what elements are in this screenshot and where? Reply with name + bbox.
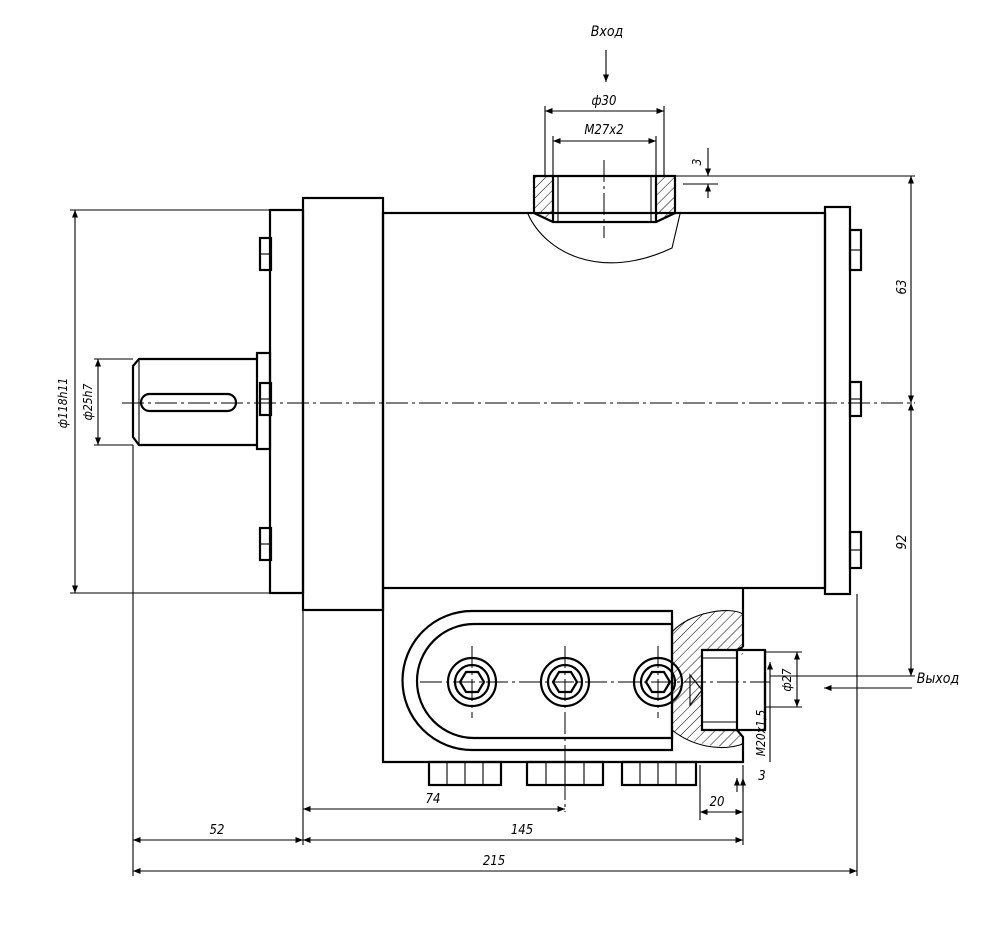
dim-shaft-length: 52 xyxy=(210,823,225,838)
dim-body-length: 145 xyxy=(511,823,533,838)
right-bolts xyxy=(848,228,863,570)
bottom-bolts xyxy=(427,760,698,787)
dim-outlet-thread: M20x1,5 xyxy=(754,710,768,757)
shaft xyxy=(131,357,257,447)
dim-total-length: 215 xyxy=(483,854,505,869)
right-end-plate xyxy=(823,205,852,596)
dim-bolt-distance: 74 xyxy=(426,792,441,807)
dim-shaft-diameter: ф25h7 xyxy=(81,384,95,421)
left-flange-plate xyxy=(268,208,305,595)
dim-port-offset: 20 xyxy=(710,795,725,810)
dimensions xyxy=(70,50,915,876)
pump-body xyxy=(122,160,915,812)
dim-lower-height: 92 xyxy=(895,535,910,550)
inlet-label: Вход xyxy=(591,24,624,40)
dim-outlet-diameter: ф27 xyxy=(780,668,794,691)
dim-flange-diameter: ф118h11 xyxy=(56,378,70,428)
central-flange xyxy=(301,196,385,612)
dim-outlet-chamfer: 3 xyxy=(758,769,765,784)
dim-inlet-chamfer: 3 xyxy=(690,158,704,165)
dim-upper-height: 63 xyxy=(895,280,910,295)
block-slot-inner xyxy=(415,622,674,740)
dimension-labels: Вход Выход ф30 M27x2 3 ф118h11 ф25h7 63 … xyxy=(56,24,959,869)
inlet-breakout xyxy=(527,213,681,264)
outlet-label: Выход xyxy=(917,671,959,687)
main-cylinder xyxy=(381,211,827,590)
dim-inlet-thread: M27x2 xyxy=(584,123,623,138)
inlet-port xyxy=(527,160,681,264)
left-bolts xyxy=(258,236,273,562)
dim-inlet-outer-diameter: ф30 xyxy=(592,94,617,109)
block-slot-outer xyxy=(401,609,674,752)
